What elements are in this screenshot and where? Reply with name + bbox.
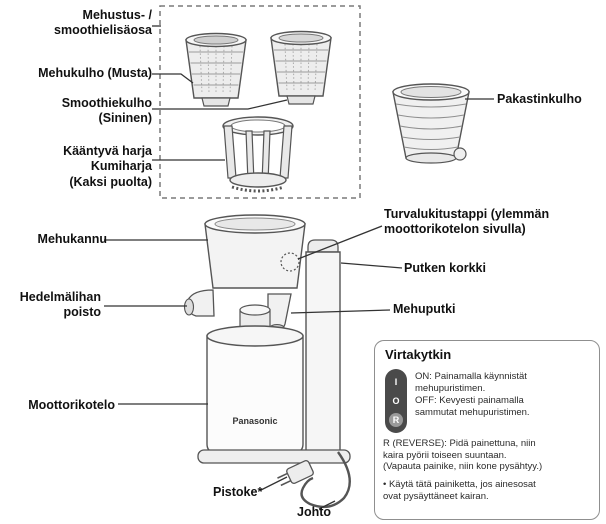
smoothie-bowl-strainer-illustration xyxy=(270,30,332,105)
tube-cap-illustration xyxy=(307,239,339,253)
switch-note: • Käytä tätä painiketta, jos ainesosat o… xyxy=(383,479,536,502)
label-motor-housing: Moottorikotelo xyxy=(28,398,115,412)
freezer-bowl-illustration xyxy=(392,83,470,164)
power-cord-illustration xyxy=(300,451,351,509)
attachment-dashed-box xyxy=(159,5,361,199)
safety-pin-marker xyxy=(280,252,300,272)
label-freezer-bowl: Pakastinkulho xyxy=(497,92,582,106)
switch-on-position: I xyxy=(394,377,398,387)
power-plug-illustration xyxy=(277,460,314,487)
motor-housing-illustration: Panasonic xyxy=(206,325,304,453)
label-smoothie-bowl: Smoothiekulho (Sininen) xyxy=(61,96,152,126)
leader-lines xyxy=(104,25,494,510)
support-column-illustration xyxy=(305,239,341,453)
switch-on-description: ON: Painamalla käynnistät mehupuristimen… xyxy=(415,371,527,394)
juice-jug-illustration xyxy=(204,214,306,289)
label-juice-spout: Mehuputki xyxy=(393,302,456,316)
switch-off-position: O xyxy=(392,396,400,406)
power-switch-illustration: I O R xyxy=(385,369,407,433)
rotating-brush-illustration xyxy=(222,116,294,193)
switch-off-description: OFF: Kevyesti painamalla sammutat mehupu… xyxy=(415,395,530,418)
label-plug: Pistoke* xyxy=(213,485,263,499)
power-switch-panel: Virtakytkin I O R ON: Painamalla käynnis… xyxy=(374,340,600,520)
label-juice-jug: Mehukannu xyxy=(37,232,107,246)
label-safety-pin: Turvalukitustappi (ylemmän moottorikotel… xyxy=(384,207,550,237)
label-rotating-brush: Kääntyvä harja Kumiharja (Kaksi puolta) xyxy=(63,144,152,189)
label-tube-cap: Putken korkki xyxy=(404,261,486,275)
power-switch-title: Virtakytkin xyxy=(385,347,452,362)
brand-text: Panasonic xyxy=(232,416,277,426)
label-attachment: Mehustus- / smoothielisäosa xyxy=(54,8,152,38)
base-illustration xyxy=(197,449,351,464)
switch-reverse-description: R (REVERSE): Pidä painettuna, niin kaira… xyxy=(383,438,543,473)
juice-bowl-strainer-illustration xyxy=(185,32,247,107)
pulp-outlet-illustration xyxy=(183,289,215,317)
label-cord: Johto xyxy=(297,505,332,519)
label-pulp-outlet: Hedelmälihan poisto xyxy=(19,290,101,320)
label-juice-bowl: Mehukulho (Musta) xyxy=(38,66,152,80)
switch-reverse-position: R xyxy=(389,413,403,427)
